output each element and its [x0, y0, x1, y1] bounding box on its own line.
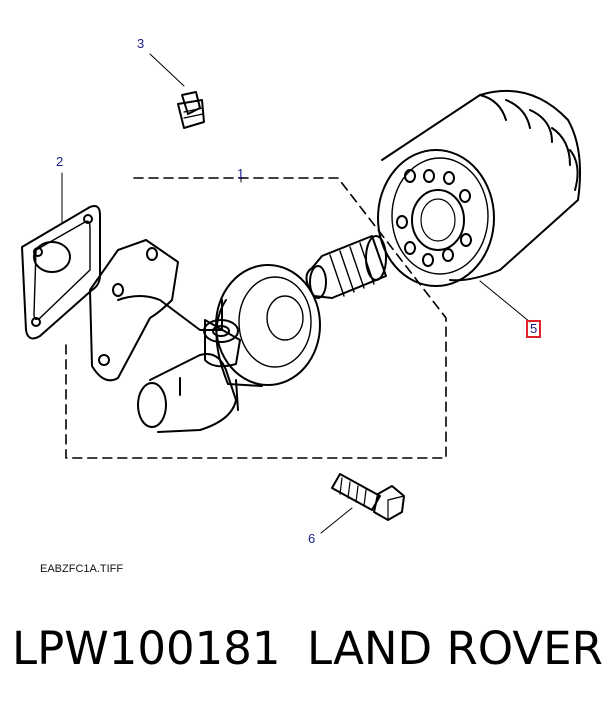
- part-number: LPW100181: [12, 622, 281, 675]
- leader-line-3: [149, 53, 185, 87]
- callout-1: 1: [237, 166, 245, 181]
- gasket-part: [21, 205, 101, 340]
- leader-line-6: [320, 507, 353, 534]
- oil-filter-part: [377, 89, 582, 287]
- brand-name: LAND ROVER: [307, 622, 603, 675]
- threaded-stud-part: [305, 235, 387, 299]
- bolt-part: [331, 473, 405, 521]
- filter-head-part: [89, 239, 321, 433]
- callout-2: 2: [56, 154, 64, 169]
- drain-plug-part: [177, 91, 205, 129]
- image-filename: EABZFC1A.TIFF: [40, 563, 124, 575]
- callout-6: 6: [308, 531, 316, 546]
- assembly-boundary: [65, 177, 447, 459]
- callout-5-highlighted: 5: [526, 320, 542, 338]
- callout-3: 3: [137, 36, 145, 51]
- leader-line-5: [479, 280, 531, 323]
- caption-bar: LPW100181 LAND ROVER: [0, 622, 609, 682]
